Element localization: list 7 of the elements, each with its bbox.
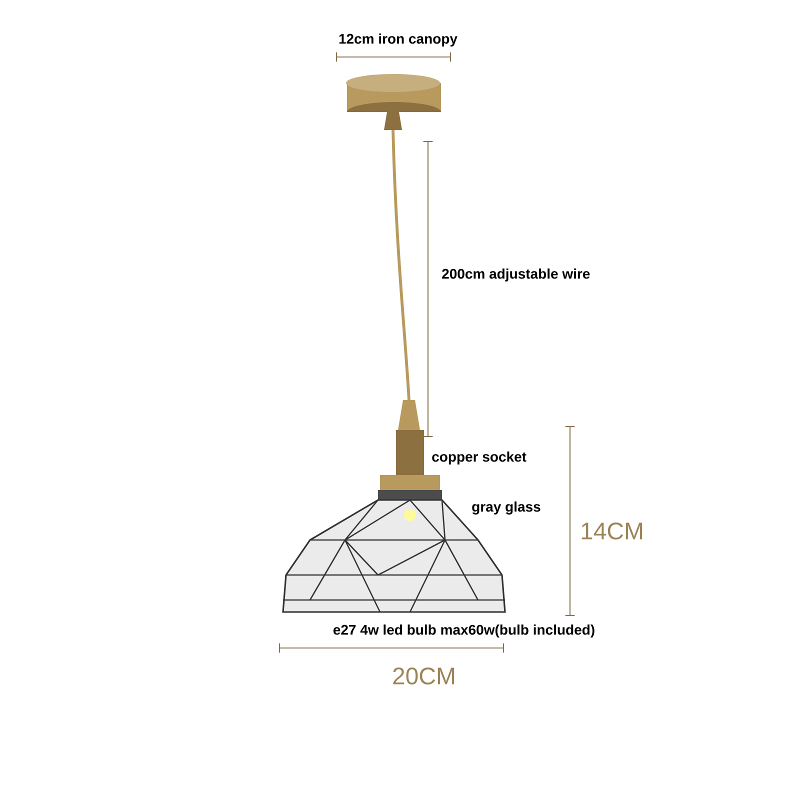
spec-label: e27 4w led bulb max60w(bulb included)	[333, 624, 594, 638]
dimension-label: 20CM	[393, 668, 454, 684]
dimension-label: 14CM	[582, 522, 642, 540]
spec-label: gray glass	[472, 501, 540, 515]
spec-label: copper socket	[432, 451, 526, 465]
spec-label: 12cm iron canopy	[339, 33, 458, 47]
spec-label: 200cm adjustable wire	[442, 268, 590, 282]
